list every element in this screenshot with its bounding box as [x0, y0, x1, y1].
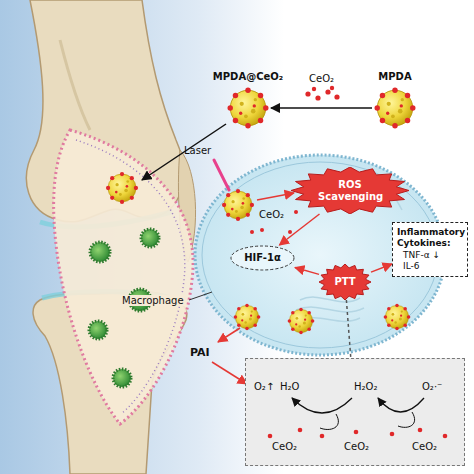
pai-label: PAI [190, 346, 210, 359]
species-label: CeO₂ [272, 441, 297, 452]
particle-shape [225, 85, 271, 131]
synovium [54, 130, 193, 424]
knee-joint [26, 0, 195, 474]
particle-shape [372, 85, 418, 131]
connector [271, 107, 372, 109]
species-label: H₂O [280, 381, 299, 392]
connector [279, 214, 319, 245]
nanoparticle: MPDA [372, 85, 418, 131]
ros-arrow [257, 193, 294, 200]
species-label: H₂O₂ [354, 381, 377, 392]
catalysis-box: O₂↑ H₂O H₂O₂ O₂·⁻ CeO₂ CeO₂ CeO₂ [245, 358, 465, 466]
starburst-outline [291, 167, 409, 214]
effect-text: PTT [334, 276, 355, 288]
box-heading: Inflammatory Cytokines: [397, 227, 463, 250]
particle-image [228, 88, 269, 129]
text-group: HIF-1α [244, 252, 281, 264]
ceo2-dots [250, 210, 298, 234]
ceo2-dots [305, 86, 339, 101]
cytokine-box: Inflammatory Cytokines:TNF-α ↓IL-6 [392, 222, 468, 277]
species-label: O₂·⁻ [422, 381, 442, 392]
nanoparticle [288, 308, 315, 335]
nanoparticle [106, 172, 138, 204]
starburst: PTT [319, 264, 371, 300]
pai-arrow [218, 328, 240, 342]
catalysis-panel [245, 358, 465, 466]
connector [295, 268, 319, 275]
inflammatory-cells [89, 229, 159, 387]
text-group: PTT [334, 276, 355, 288]
node-heading: MPDA [378, 71, 411, 82]
laser-label: Laser [184, 145, 211, 156]
effect-text: ROS Scavenging [318, 179, 382, 203]
connector [371, 264, 392, 272]
cell-label: Macrophage [120, 295, 186, 306]
leader-line [189, 292, 212, 300]
factor-text: HIF-1α [244, 252, 281, 264]
nanoparticle [234, 304, 261, 331]
node-heading: MPDA@CeO₂ [213, 71, 283, 82]
delivery-arrow [142, 124, 226, 180]
species-label: O₂↑ [254, 381, 274, 392]
connector [346, 300, 350, 358]
starburst-outline [319, 264, 371, 300]
nucleus-ellipse: HIF-1α [230, 245, 295, 271]
material-label: CeO₂ [309, 73, 334, 84]
starburst: ROS Scavenging [291, 167, 409, 214]
material-label: CeO₂ [259, 209, 284, 220]
nanoparticle [222, 189, 254, 221]
nanoparticle [384, 304, 411, 331]
nanoparticle: MPDA@CeO₂ [225, 85, 271, 131]
pai-arrow [212, 362, 247, 384]
particle-image [375, 88, 416, 129]
species-label: CeO₂ [344, 441, 369, 452]
laser-beam [214, 160, 229, 190]
box-item: TNF-α ↓ [397, 250, 463, 261]
text-group: ROS Scavenging [318, 179, 382, 203]
ellipse-outline [231, 246, 294, 270]
box-item: IL-6 [397, 261, 463, 272]
species-label: CeO₂ [412, 441, 437, 452]
